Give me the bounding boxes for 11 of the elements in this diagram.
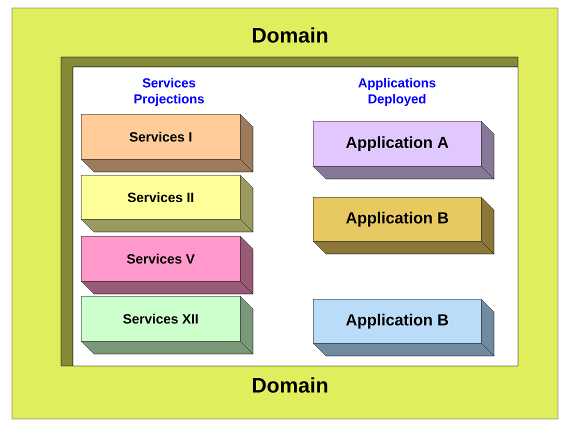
domain-heading: Domain <box>252 377 328 393</box>
column-heading: Services Projections <box>134 78 204 106</box>
block-box: Services XII <box>80 296 254 354</box>
block-box: Application A <box>312 120 494 180</box>
block-box: Services II <box>80 174 254 232</box>
block-box: Application B <box>312 298 494 356</box>
column-heading: Applications Deployed <box>358 78 436 106</box>
block-box: Application B <box>312 196 494 254</box>
block-box: Services V <box>80 236 254 294</box>
block-box: Services I <box>80 114 254 172</box>
domain-heading: Domain <box>252 27 328 43</box>
